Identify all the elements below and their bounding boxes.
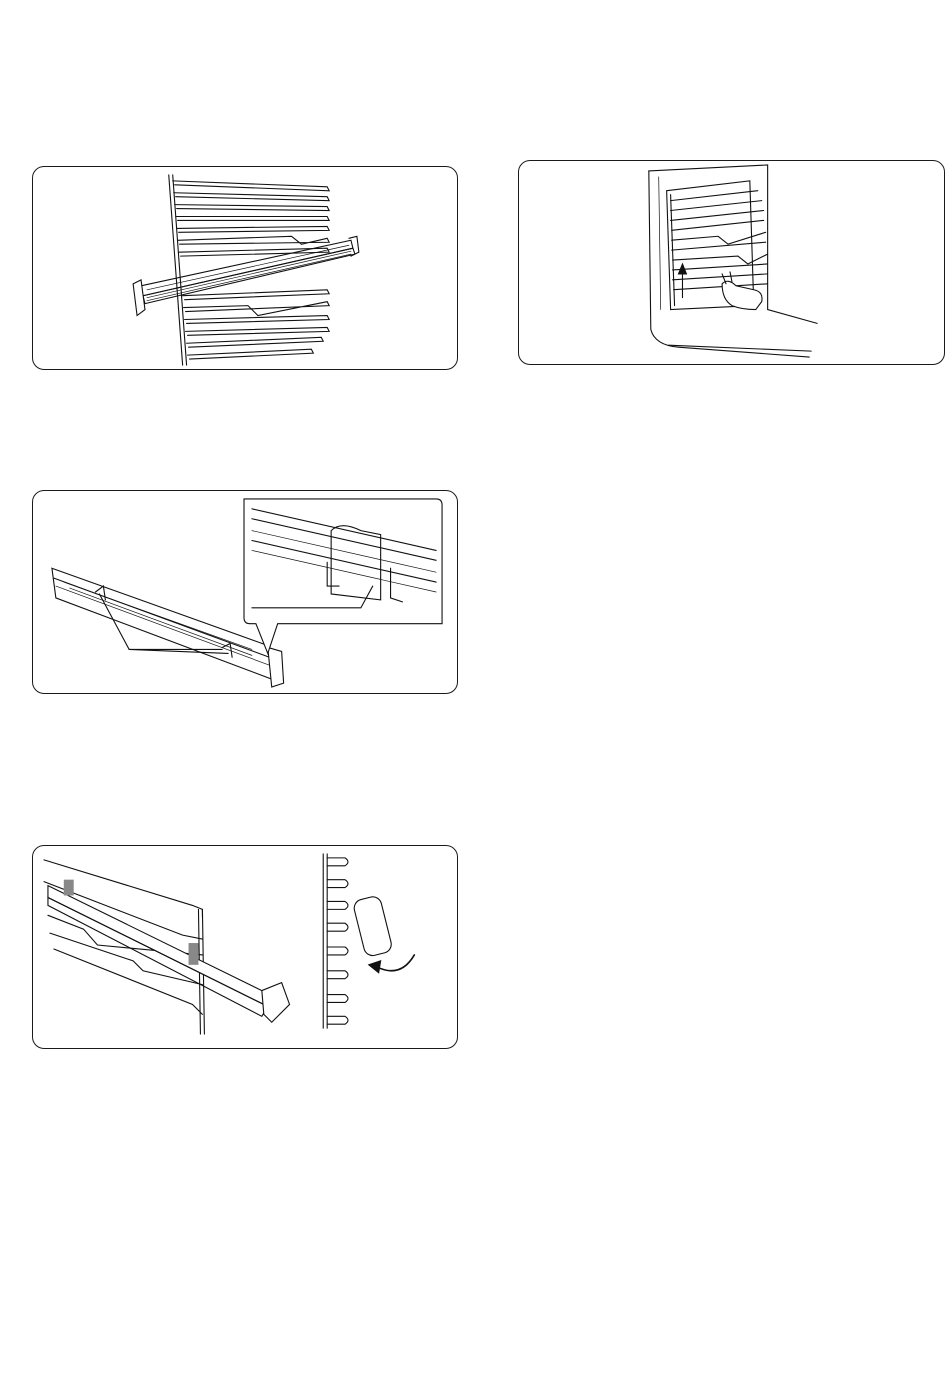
rail-clip-illustration xyxy=(33,491,457,693)
rail-on-rack-illustration xyxy=(33,167,457,369)
rail-rotate-illustration xyxy=(33,846,457,1048)
figure-rail-rotate-fit xyxy=(32,845,458,1049)
remove-rack-illustration xyxy=(519,161,944,364)
figure-rail-clip-detail xyxy=(32,490,458,694)
figure-rail-on-side-rack xyxy=(32,166,458,370)
figure-remove-side-rack xyxy=(518,160,945,365)
